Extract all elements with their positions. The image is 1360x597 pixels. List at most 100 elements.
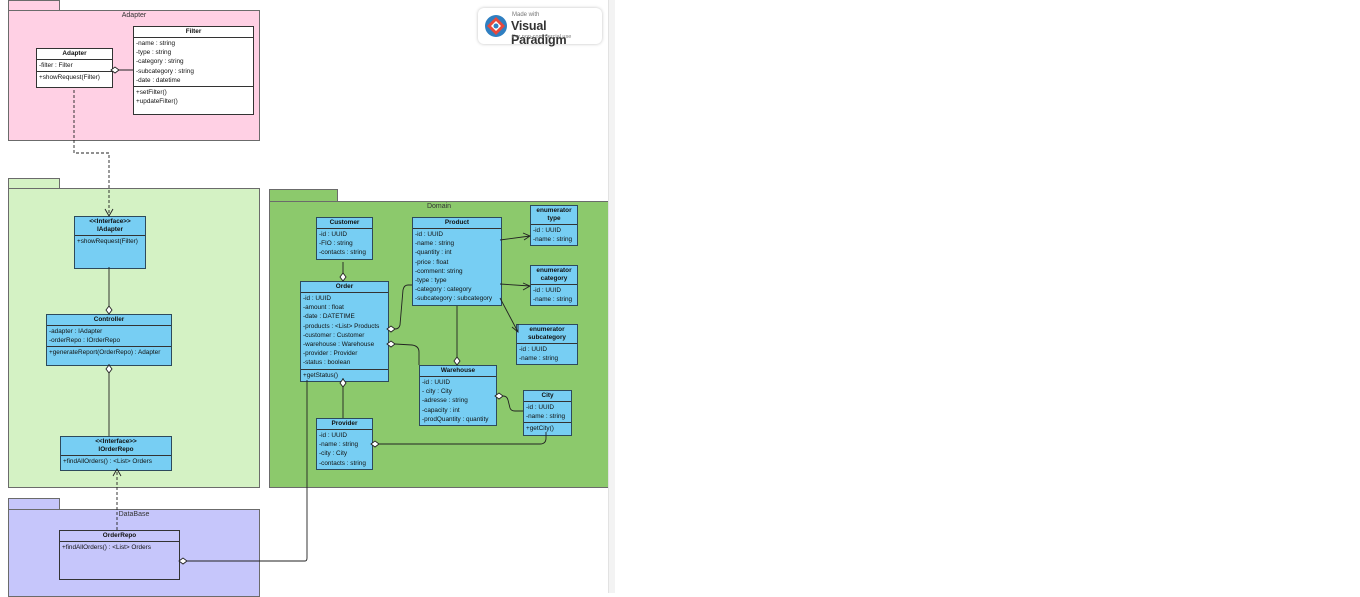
attributes: -id : UUID -name : string -quantity : in… <box>413 229 501 305</box>
class-name: Order <box>301 282 388 293</box>
attribute: -subcategory : subcategory <box>415 295 493 303</box>
attribute: -contacts : string <box>319 459 366 467</box>
class-name: type <box>547 215 561 222</box>
attribute: -date : datetime <box>136 76 181 84</box>
class-name: Adapter <box>37 49 112 60</box>
attribute: -name : string <box>519 355 559 363</box>
attribute: -city : City <box>319 450 348 458</box>
operation: +updateFilter() <box>136 98 178 106</box>
class-customer[interactable]: Customer -id : UUID -FIO : string -conta… <box>316 217 373 260</box>
attribute: -id : UUID <box>319 432 348 439</box>
attributes: -name : string -type : string -category … <box>134 38 253 88</box>
attribute: -id : UUID <box>415 231 444 238</box>
class-name: OrderRepo <box>60 531 179 542</box>
class-provider[interactable]: Provider -id : UUID -name : string -city… <box>316 418 373 470</box>
class-name: IAdapter <box>97 226 123 233</box>
operation: +getStatus() <box>303 371 338 379</box>
diagram-canvas: Adapter Domain DataBase Made with Visual… <box>0 0 615 597</box>
attribute: -price : float <box>415 258 449 266</box>
class-orderrepo[interactable]: OrderRepo +findAllOrders() : <List> Orde… <box>59 530 180 580</box>
stereotype: enumerator <box>529 326 565 333</box>
attribute: -id : UUID <box>319 231 348 238</box>
attribute: - city : City <box>422 388 452 396</box>
attribute: -provider : Provider <box>303 350 358 358</box>
attribute: -type : type <box>415 277 447 285</box>
attribute: -FIO : string <box>319 240 353 248</box>
enum-subcategory[interactable]: enumerator subcategory -id : UUID -name … <box>516 324 578 366</box>
stereotype: <<Interface>> <box>95 438 137 445</box>
visual-paradigm-logo-icon <box>485 15 507 37</box>
class-city[interactable]: City -id : UUID -name : string +getCity(… <box>523 390 572 436</box>
operation: +findAllOrders() : <List> Orders <box>62 544 151 551</box>
class-name: Product <box>413 218 501 229</box>
attribute: -adresse : string <box>422 397 468 405</box>
attribute: -id : UUID <box>526 404 555 411</box>
attribute: -name : string <box>526 413 566 421</box>
attribute: -id : UUID <box>519 346 548 353</box>
attributes: -id : UUID -amount : float -date : DATET… <box>301 293 388 370</box>
watermark-brand: Visual Paradigm <box>511 19 567 47</box>
attribute: -orderRepo : IOrderRepo <box>49 337 121 345</box>
domain-package-name: Domain <box>426 203 452 210</box>
attribute: -category : string <box>136 58 184 66</box>
attribute: -warehouse : Warehouse <box>303 341 375 349</box>
visual-paradigm-watermark: Made with Visual Paradigm For non-commer… <box>478 8 602 47</box>
attribute: -name : string <box>415 240 455 248</box>
controller-package-tab <box>8 178 60 189</box>
class-name: City <box>524 391 571 402</box>
attribute: -name : string <box>136 40 176 47</box>
operations: +findAllOrders() : <List> Orders <box>60 542 179 553</box>
operation: +generateReport(OrderRepo) : Adapter <box>49 349 161 357</box>
attributes: -id : UUID - city : City -adresse : stri… <box>420 377 496 425</box>
operation: +showRequest(Filter) <box>77 238 138 245</box>
enum-type[interactable]: enumerator type -id : UUID -name : strin… <box>530 205 578 247</box>
watermark-note: For non-commercial use <box>512 34 572 40</box>
attributes: -id : UUID -name : string -city : City -… <box>317 430 372 469</box>
operation: +setFilter() <box>136 89 167 97</box>
enum-category[interactable]: enumerator category -id : UUID -name : s… <box>530 265 578 307</box>
class-name: Warehouse <box>420 366 496 377</box>
attribute: -id : UUID <box>422 379 451 386</box>
enum-header: enumerator category <box>531 266 577 285</box>
class-product[interactable]: Product -id : UUID -name : string -quant… <box>412 217 502 306</box>
attribute: -capacity : int <box>422 406 460 414</box>
attribute: -comment: string <box>415 267 463 275</box>
attribute: -subcategory : string <box>136 67 194 75</box>
enum-header: enumerator subcategory <box>517 325 577 344</box>
class-name: Provider <box>317 419 372 430</box>
attributes: -id : UUID -name : string <box>524 402 571 424</box>
attribute: -filter : Filter <box>39 62 73 69</box>
attributes: -filter : Filter <box>37 60 112 73</box>
attribute: -name : string <box>533 296 573 304</box>
operation: +findAllOrders() : <List> Orders <box>63 458 152 465</box>
attribute: -amount : float <box>303 304 344 312</box>
adapter-package-tab <box>8 0 60 11</box>
class-name: subcategory <box>527 334 566 341</box>
class-controller[interactable]: Controller -adapter : IAdapter -orderRep… <box>46 314 172 366</box>
attributes: -id : UUID -name : string <box>517 344 577 364</box>
attribute: -status : boolean <box>303 359 351 367</box>
attribute: -products : <List> Products <box>303 322 380 330</box>
class-filter[interactable]: Filter -name : string -type : string -ca… <box>133 26 254 116</box>
attributes: -id : UUID -FIO : string -contacts : str… <box>317 229 372 259</box>
interface-iorderrepo[interactable]: <<Interface>> IOrderRepo +findAllOrders(… <box>60 436 172 471</box>
operations: +generateReport(OrderRepo) : Adapter <box>47 347 171 358</box>
class-warehouse[interactable]: Warehouse -id : UUID - city : City -adre… <box>419 365 497 427</box>
interface-iadapter[interactable]: <<Interface>> IAdapter +showRequest(Filt… <box>74 216 146 269</box>
attribute: -quantity : int <box>415 249 452 257</box>
stereotype: <<Interface>> <box>89 218 131 225</box>
class-name: category <box>540 275 568 282</box>
enum-header: enumerator type <box>531 206 577 225</box>
attribute: -name : string <box>319 441 359 449</box>
interface-header: <<Interface>> IAdapter <box>75 217 145 236</box>
operations: +showRequest(Filter) <box>75 236 145 247</box>
class-name: Controller <box>47 315 171 326</box>
class-adapter[interactable]: Adapter -filter : Filter +showRequest(Fi… <box>36 48 113 89</box>
class-order[interactable]: Order -id : UUID -amount : float -date :… <box>300 281 389 382</box>
attribute: -id : UUID <box>303 295 332 302</box>
attribute: -prodQuantity : quantity <box>422 415 489 423</box>
class-name: Filter <box>134 27 253 38</box>
class-name: Customer <box>317 218 372 229</box>
class-name: IOrderRepo <box>98 446 134 453</box>
attribute: -adapter : IAdapter <box>49 328 103 335</box>
